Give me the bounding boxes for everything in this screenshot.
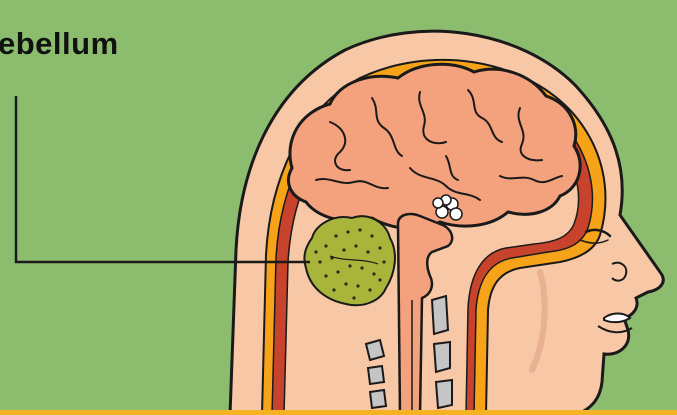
cerebellum-label: ebellum [0,26,119,62]
bottom-border-strip [0,410,677,415]
teeth [604,314,630,323]
